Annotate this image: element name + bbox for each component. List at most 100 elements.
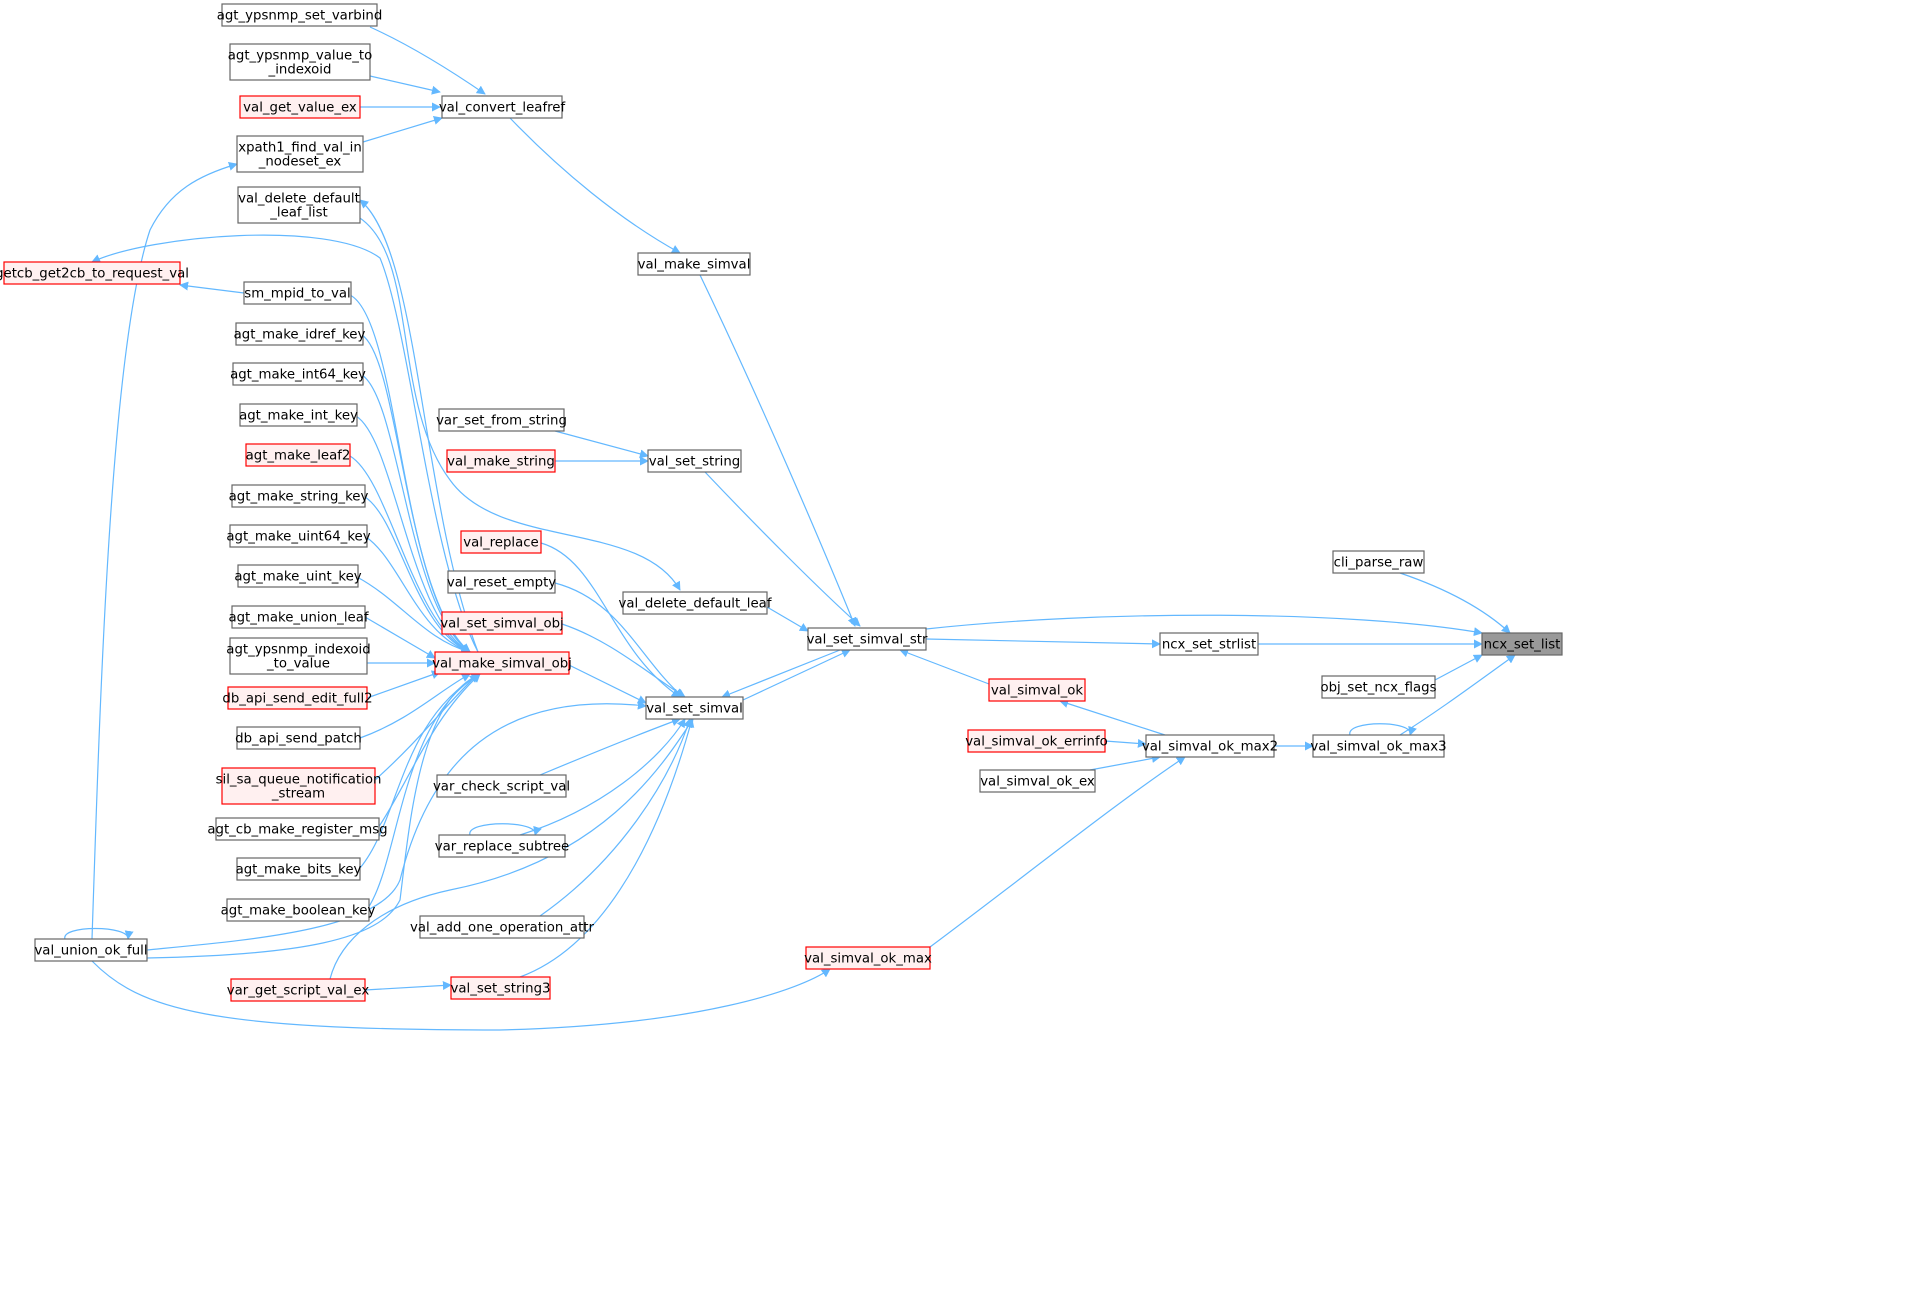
node-sm-mpid-to-val[interactable]: sm_mpid_to_val (243, 281, 352, 305)
node-val-make-string[interactable]: val_make_string (446, 449, 556, 473)
node-label: val_set_string (649, 455, 741, 470)
node-label: var_check_script_val (433, 780, 570, 795)
node-val-reset-empty[interactable]: val_reset_empty (447, 570, 556, 594)
node-label: agt_cb_make_register_msg (207, 823, 387, 838)
node-box (434, 651, 570, 675)
node-label: var_set_from_string (436, 414, 567, 429)
node-val-convert-leafref[interactable]: val_convert_leafref (439, 95, 566, 119)
node-box (236, 857, 361, 881)
node-val-set-string3[interactable]: val_set_string3 (450, 976, 551, 1000)
node-agt-ypsnmp-set-varbind[interactable]: agt_ypsnmp_set_varbind (217, 3, 383, 27)
edge-val_simval_ok-to-val_set_simval_str (899, 648, 990, 685)
node-agt-make-idref-key[interactable]: agt_make_idref_key (234, 322, 366, 346)
node-label: obj_set_ncx_flags (1320, 681, 1436, 696)
node-agt-make-int64-key[interactable]: agt_make_int64_key (230, 362, 366, 386)
node-agt-cb-make-register-msg[interactable]: agt_cb_make_register_msg (207, 817, 388, 841)
node-obj-set-ncx-flags[interactable]: obj_set_ncx_flags (1320, 675, 1437, 699)
node-box (239, 403, 358, 427)
node-label: val_simval_ok_errinfo (965, 735, 1108, 750)
node-label: db_api_send_edit_full2 (222, 692, 372, 707)
self-loop-val_union_ok_full (64, 927, 134, 940)
node-agt-make-union-leaf[interactable]: agt_make_union_leaf (228, 605, 369, 629)
node-box (967, 729, 1106, 753)
node-label: var_get_script_val_ex (227, 984, 370, 999)
node-box (446, 449, 556, 473)
edge-sm_mpid_to_val-to-getcb_get2cb_to_request_val (179, 281, 245, 294)
node-val-make-simval-obj[interactable]: val_make_simval_obj (432, 651, 572, 675)
node-db-api-send-edit-full2[interactable]: db_api_send_edit_full2 (222, 686, 373, 710)
node-box (988, 678, 1086, 702)
node-val-make-simval[interactable]: val_make_simval (637, 252, 751, 276)
node-label: val_delete_default (238, 192, 360, 207)
nodes: agt_ypsnmp_set_varbind agt_ypsnmp_value_t… (0, 3, 1563, 1002)
node-agt-make-int-key[interactable]: agt_make_int_key (239, 403, 358, 427)
node-val-simval-ok-max2[interactable]: val_simval_ok_max2 (1142, 734, 1278, 758)
edge-agt_make_uint64_key-to-val_make_simval_obj (365, 536, 471, 654)
node-val-set-string[interactable]: val_set_string (647, 449, 742, 473)
node-val-set-simval-obj[interactable]: val_set_simval_obj (440, 611, 564, 635)
node-var-check-script-val[interactable]: var_check_script_val (433, 774, 570, 798)
node-box (1145, 734, 1275, 758)
node-agt-make-leaf2[interactable]: agt_make_leaf2 (245, 443, 351, 467)
node-getcb-get2cb-to-request-val[interactable]: getcb_get2cb_to_request_val (0, 261, 189, 285)
node-box (438, 408, 565, 432)
node-label: val_set_simval_obj (440, 617, 564, 632)
node-val-delete-default-leaf-list[interactable]: val_delete_default_leaf_list (237, 186, 361, 224)
node-label: val_simval_ok (991, 684, 1083, 699)
node-ncx-set-strlist[interactable]: ncx_set_strlist (1159, 632, 1259, 656)
node-label: val_set_simval_str (807, 633, 928, 648)
node-label: val_simval_ok_ex (980, 775, 1095, 790)
node-agt-make-string-key[interactable]: agt_make_string_key (229, 484, 369, 508)
edge-val_delete_default_leaf-to-val_set_simval_str (766, 606, 809, 632)
node-box (1332, 550, 1425, 574)
edge-agt_cb_make_register_msg-to-val_make_simval_obj (377, 673, 481, 829)
node-val-union-ok-full[interactable]: val_union_ok_full (34, 938, 148, 962)
edge-val_union_ok_full-to-val_make_simval_obj (146, 673, 481, 959)
edge-val_set_simval_obj-to-val_set_simval (561, 623, 686, 698)
edge-xpath1_find_val_in_nodeset_ex-to-val_convert_leafref (362, 116, 443, 143)
edge-agt_make_bits_key-to-val_make_simval_obj (359, 673, 481, 869)
node-val-simval-ok-errinfo[interactable]: val_simval_ok_errinfo (965, 729, 1108, 753)
edge-val_convert_leafref-to-val_make_simval (509, 117, 681, 254)
node-sil-sa-queue-notification-stream[interactable]: sil_sa_queue_notification_stream (216, 767, 382, 805)
node-var-get-script-val-ex[interactable]: var_get_script_val_ex (227, 978, 370, 1002)
node-agt-make-uint64-key[interactable]: agt_make_uint64_key (226, 524, 371, 548)
node-box (226, 898, 370, 922)
node-db-api-send-patch[interactable]: db_api_send_patch (235, 726, 362, 750)
node-var-set-from-string[interactable]: var_set_from_string (436, 408, 567, 432)
edge-db_api_send_patch-to-val_make_simval_obj (359, 673, 471, 739)
edge-val_simval_ok_errinfo-to-val_simval_ok_max2 (1104, 738, 1147, 748)
edge-val_set_string-to-val_set_simval_str (704, 471, 861, 627)
node-box (221, 767, 376, 805)
edge-val_union_ok_full-to-val_simval_ok_max (91, 960, 831, 1031)
node-val-set-simval-str[interactable]: val_set_simval_str (807, 627, 928, 651)
node-box (441, 95, 563, 119)
node-label: agt_make_bits_key (236, 863, 362, 878)
node-box (447, 570, 556, 594)
node-box (237, 186, 361, 224)
node-var-replace-subtree[interactable]: var_replace_subtree (435, 834, 569, 858)
node-box (215, 817, 380, 841)
node-val-set-simval[interactable]: val_set_simval (645, 696, 744, 720)
node-box (230, 978, 366, 1002)
node-cli-parse-raw[interactable]: cli_parse_raw (1332, 550, 1425, 574)
node-agt-ypsnmp-value-to-indexoid[interactable]: agt_ypsnmp_value_to_indexoid (228, 43, 372, 81)
node-val-get-value-ex[interactable]: val_get_value_ex (239, 95, 361, 119)
edge-var_set_from_string-to-val_set_string (554, 430, 649, 459)
node-agt-ypsnmp-indexoid-to-value[interactable]: agt_ypsnmp_indexoid_to_value (226, 637, 371, 675)
node-val-simval-ok-ex[interactable]: val_simval_ok_ex (979, 769, 1096, 793)
node-box (807, 627, 927, 651)
edge-cli_parse_raw-to-ncx_set_list (1399, 572, 1511, 634)
node-val-simval-ok-max3[interactable]: val_simval_ok_max3 (1310, 734, 1447, 758)
node-agt-make-boolean-key[interactable]: agt_make_boolean_key (221, 898, 376, 922)
node-val-replace[interactable]: val_replace (460, 530, 542, 554)
node-val-delete-default-leaf[interactable]: val_delete_default_leaf (618, 591, 772, 615)
node-val-add-one-operation-attr[interactable]: val_add_one_operation_attr (410, 915, 595, 939)
node-agt-make-bits-key[interactable]: agt_make_bits_key (236, 857, 362, 881)
node-xpath1-find-val-in-nodeset-ex[interactable]: xpath1_find_val_in_nodeset_ex (236, 135, 364, 173)
node-agt-make-uint-key[interactable]: agt_make_uint_key (234, 564, 362, 588)
node-val-simval-ok-max[interactable]: val_simval_ok_max (804, 946, 932, 970)
node-val-simval-ok[interactable]: val_simval_ok (988, 678, 1086, 702)
edge-agt_make_uint_key-to-val_make_simval_obj (356, 576, 471, 655)
node-ncx-set-list[interactable]: ncx_set_list (1481, 632, 1563, 656)
